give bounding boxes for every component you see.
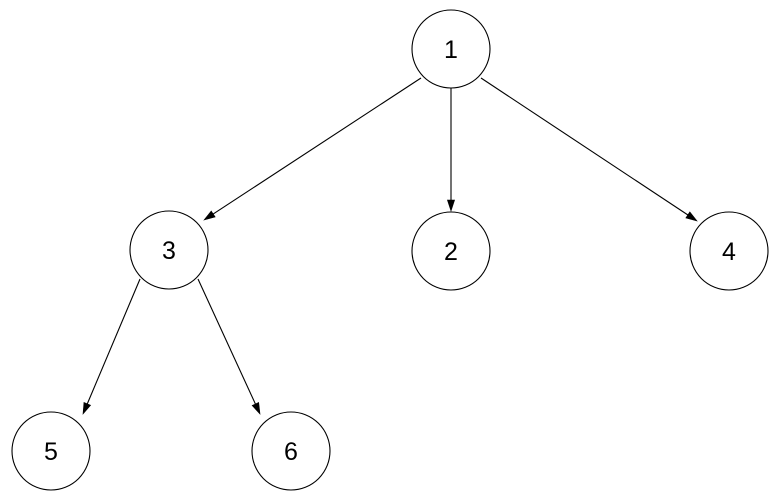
edge-3-to-5 xyxy=(82,278,141,415)
node-label: 6 xyxy=(284,438,298,466)
node-2[interactable]: 2 xyxy=(411,211,491,291)
edge-3-to-6 xyxy=(197,278,261,415)
edge-1-to-3 xyxy=(203,77,422,221)
node-1[interactable]: 1 xyxy=(411,9,491,89)
arrow-head-icon xyxy=(685,211,698,222)
node-4[interactable]: 4 xyxy=(689,211,769,291)
edge-line xyxy=(480,77,690,217)
edge-line xyxy=(86,278,141,406)
edge-line xyxy=(197,278,257,406)
node-circle[interactable] xyxy=(411,9,491,89)
node-circle[interactable] xyxy=(251,411,331,491)
edge-line xyxy=(211,77,422,216)
node-5[interactable]: 5 xyxy=(11,411,91,491)
node-label: 1 xyxy=(444,36,458,64)
edges-layer xyxy=(82,77,698,415)
node-3[interactable]: 3 xyxy=(129,210,209,290)
node-circle[interactable] xyxy=(411,211,491,291)
arrow-head-icon xyxy=(251,402,261,415)
node-circle[interactable] xyxy=(129,210,209,290)
node-6[interactable]: 6 xyxy=(251,411,331,491)
nodes-layer: 1 3 2 4 5 6 xyxy=(11,9,769,491)
node-label: 4 xyxy=(722,238,736,266)
arrow-head-icon xyxy=(203,210,216,221)
edge-1-to-4 xyxy=(480,77,698,222)
node-label: 2 xyxy=(444,238,458,266)
node-circle[interactable] xyxy=(689,211,769,291)
node-circle[interactable] xyxy=(11,411,91,491)
arrow-head-icon xyxy=(82,402,92,415)
node-label: 5 xyxy=(44,438,58,466)
arrow-head-icon xyxy=(446,199,456,212)
node-label: 3 xyxy=(162,237,176,265)
edge-1-to-2 xyxy=(446,88,456,212)
